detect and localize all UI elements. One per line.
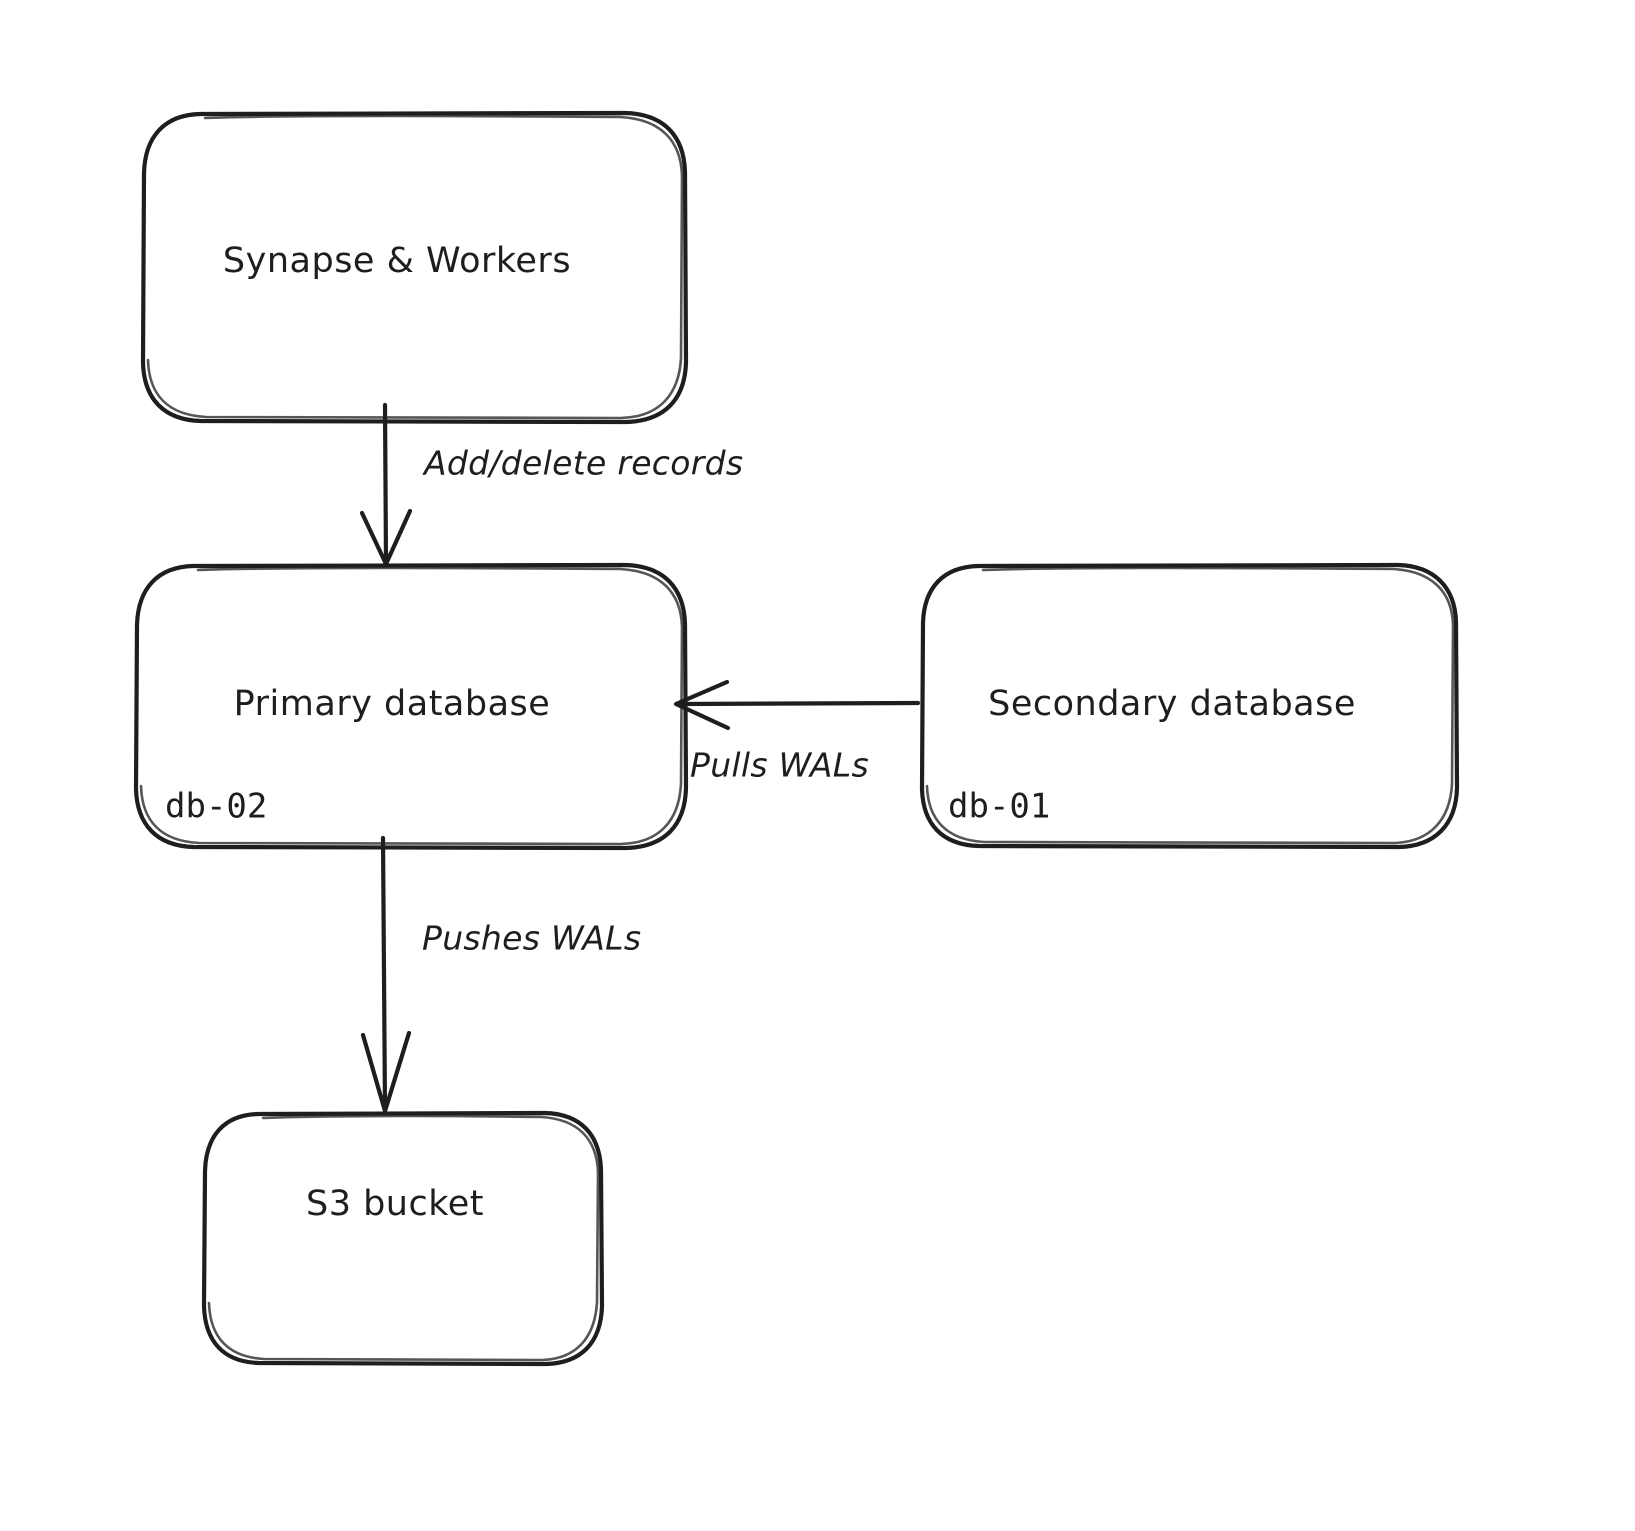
- edge-synapse-to-primary-arrowhead: [359, 508, 413, 567]
- node-secondary-outline: [919, 562, 1460, 850]
- node-secondary-outline-sketch: [925, 566, 1455, 845]
- edge-primary-to-s3-arrowhead: [360, 1030, 412, 1114]
- node-s3-bucket[interactable]: S3 bucket: [201, 1110, 605, 1367]
- node-secondary-label: Secondary database: [988, 684, 1356, 724]
- node-secondary-sublabel: db-01: [948, 787, 1050, 827]
- node-primary-database[interactable]: Primary database db-02: [133, 562, 689, 851]
- edge-primary-to-s3-line: [380, 835, 388, 1113]
- node-synapse-and-workers[interactable]: Synapse & Workers: [140, 110, 689, 425]
- node-s3-outline: [201, 1110, 605, 1367]
- node-s3-outline-sketch: [207, 1114, 600, 1362]
- edge-primary-to-s3-label: Pushes WALs: [422, 919, 641, 958]
- edge-secondary-to-primary-line: [677, 700, 921, 707]
- edge-secondary-to-primary[interactable]: Pulls WALs: [673, 679, 921, 785]
- node-secondary-database[interactable]: Secondary database db-01: [919, 562, 1460, 850]
- edge-synapse-to-primary[interactable]: Add/delete records: [359, 402, 743, 567]
- node-synapse-outline: [140, 110, 689, 425]
- node-primary-sublabel: db-02: [165, 787, 267, 827]
- node-synapse-label: Synapse & Workers: [223, 241, 571, 281]
- edge-synapse-to-primary-label: Add/delete records: [422, 444, 743, 483]
- node-primary-label: Primary database: [234, 684, 551, 724]
- node-primary-outline-sketch: [139, 566, 684, 846]
- node-synapse-outline-sketch: [146, 114, 684, 420]
- edge-primary-to-s3[interactable]: Pushes WALs: [360, 835, 641, 1114]
- edge-secondary-to-primary-label: Pulls WALs: [690, 746, 869, 785]
- node-s3-label: S3 bucket: [306, 1184, 484, 1224]
- edge-synapse-to-primary-line: [382, 402, 389, 566]
- edge-secondary-to-primary-arrowhead: [673, 679, 731, 731]
- node-primary-outline: [133, 562, 689, 851]
